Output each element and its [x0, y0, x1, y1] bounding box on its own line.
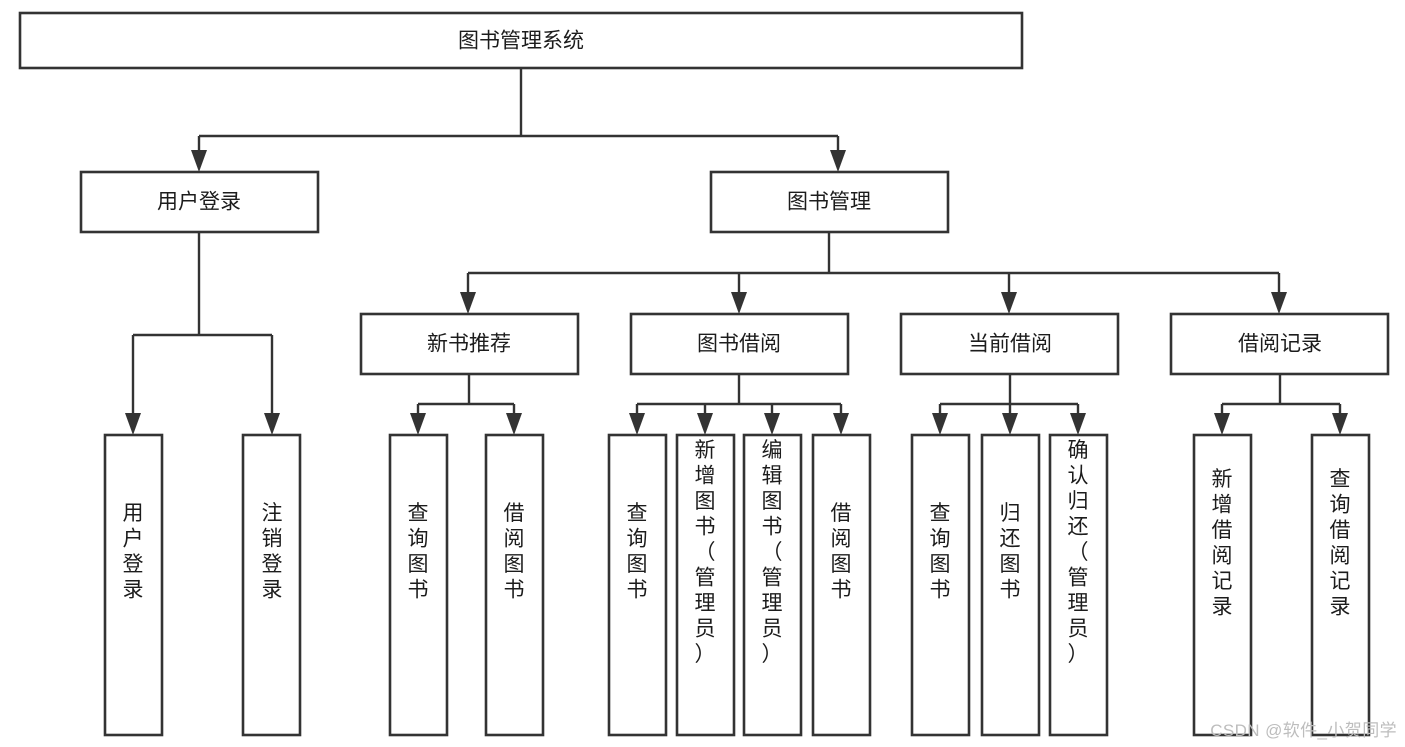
node-leaf-user-login-label: 用户登录: [123, 502, 144, 602]
node-book-manage-label: 图书管理: [787, 191, 871, 214]
node-leaf-add-record-label: 新增借阅记录: [1212, 468, 1233, 619]
arrow-to-leaf-edit-book: [764, 413, 780, 435]
node-leaf-query-book-2-label: 查询图书: [627, 502, 648, 602]
node-book-manage[interactable]: 图书管理: [709, 170, 950, 234]
csdn-watermark: CSDN @软件_小贺同学: [1210, 721, 1397, 740]
node-leaf-add-book[interactable]: 新增图书（管理员）: [675, 433, 736, 737]
edge-currentborrow-trunk: [938, 374, 1080, 421]
arrow-to-book-manage: [830, 150, 846, 172]
node-leaf-user-login[interactable]: 用户登录: [103, 433, 164, 737]
node-leaf-edit-book[interactable]: 编辑图书（管理员）: [742, 433, 803, 737]
node-leaf-borrow-book-1[interactable]: 借阅图书: [484, 433, 545, 737]
edge-userlogin-trunk: [131, 232, 274, 421]
node-root[interactable]: 图书管理系统: [18, 11, 1024, 70]
arrow-to-leaf-borrow-book-2: [833, 413, 849, 435]
node-leaf-query-record[interactable]: 查询借阅记录: [1310, 433, 1371, 737]
arrow-to-leaf-return-book: [1002, 413, 1018, 435]
node-book-borrow[interactable]: 图书借阅: [629, 312, 850, 376]
node-leaf-return-book-label: 归还图书: [1000, 502, 1021, 602]
node-root-label: 图书管理系统: [458, 30, 584, 53]
arrow-to-new-book-rec: [460, 292, 476, 314]
edge-newbook-trunk: [416, 374, 516, 421]
arrow-to-leaf-add-record: [1214, 413, 1230, 435]
node-leaf-edit-book-label: 编辑图书（管理员）: [762, 439, 783, 666]
node-leaf-borrow-book-2[interactable]: 借阅图书: [811, 433, 872, 737]
arrow-to-leaf-query-book-3: [932, 413, 948, 435]
edge-borrowrecord-trunk: [1220, 374, 1342, 421]
arrow-to-leaf-add-book: [697, 413, 713, 435]
edge-bookborrow-trunk: [635, 374, 843, 421]
node-new-book-rec-label: 新书推荐: [427, 333, 511, 356]
node-leaf-query-book-1[interactable]: 查询图书: [388, 433, 449, 737]
node-book-borrow-label: 图书借阅: [697, 333, 781, 356]
arrow-to-leaf-user-login: [125, 413, 141, 435]
node-leaf-logout-label: 注销登录: [262, 502, 283, 602]
node-leaf-logout[interactable]: 注销登录: [241, 433, 302, 737]
node-leaf-query-book-3[interactable]: 查询图书: [910, 433, 971, 737]
node-user-login-label: 用户登录: [157, 191, 241, 214]
arrow-to-current-borrow: [1001, 292, 1017, 314]
arrow-to-leaf-query-record: [1332, 413, 1348, 435]
arrow-to-borrow-record: [1271, 292, 1287, 314]
node-current-borrow-label: 当前借阅: [968, 333, 1052, 356]
node-leaf-return-book[interactable]: 归还图书: [980, 433, 1041, 737]
arrow-to-leaf-logout: [264, 413, 280, 435]
node-leaf-borrow-book-1-label: 借阅图书: [504, 502, 525, 602]
edge-root-trunk: [197, 68, 840, 158]
arrow-to-book-borrow: [731, 292, 747, 314]
arrow-to-user-login: [191, 150, 207, 172]
node-current-borrow[interactable]: 当前借阅: [899, 312, 1120, 376]
node-leaf-query-book-1-label: 查询图书: [408, 502, 429, 602]
node-leaf-add-record[interactable]: 新增借阅记录: [1192, 433, 1253, 737]
node-user-login[interactable]: 用户登录: [79, 170, 320, 234]
arrow-to-leaf-confirm-return: [1070, 413, 1086, 435]
node-leaf-add-book-label: 新增图书（管理员）: [695, 439, 716, 666]
edge-layer: [131, 68, 1342, 421]
node-borrow-record[interactable]: 借阅记录: [1169, 312, 1390, 376]
node-leaf-confirm-return-label: 确认归还（管理员）: [1068, 439, 1089, 666]
arrow-to-leaf-query-book-2: [629, 413, 645, 435]
node-new-book-rec[interactable]: 新书推荐: [359, 312, 580, 376]
node-leaf-query-record-label: 查询借阅记录: [1330, 468, 1351, 619]
arrow-to-leaf-query-book-1: [410, 413, 426, 435]
edge-bookmanage-trunk: [466, 232, 1281, 300]
node-leaf-query-book-3-label: 查询图书: [930, 502, 951, 602]
arrow-to-leaf-borrow-book-1: [506, 413, 522, 435]
node-leaf-confirm-return[interactable]: 确认归还（管理员）: [1048, 433, 1109, 737]
node-leaf-borrow-book-2-label: 借阅图书: [831, 502, 852, 602]
node-borrow-record-label: 借阅记录: [1238, 333, 1322, 356]
arrowhead-layer: [125, 150, 1348, 435]
node-leaf-query-book-2[interactable]: 查询图书: [607, 433, 668, 737]
